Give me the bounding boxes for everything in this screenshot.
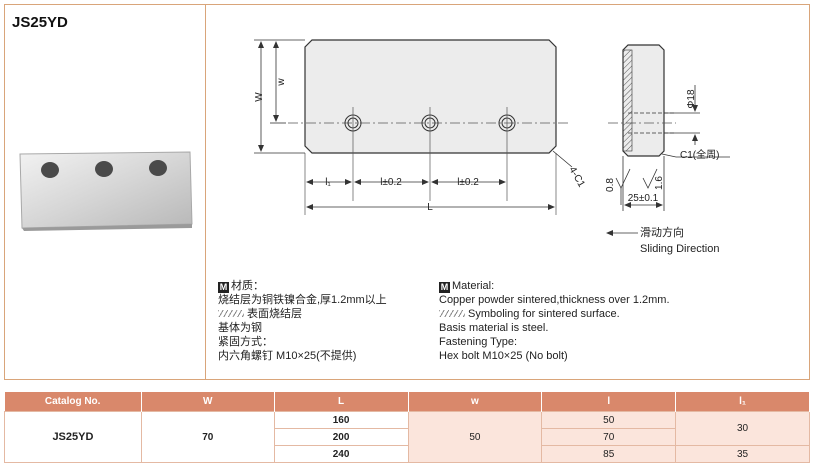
cell-L: 200 [273,428,409,446]
table-row: 200 70 [5,428,810,446]
frame-divider [205,4,206,380]
header-catalog: Catalog No. [4,392,142,412]
cell-L: 160 [273,411,409,429]
m-icon: M [439,282,450,293]
cell-catalog: JS25YD [4,411,142,463]
cell-l: 70 [541,428,677,446]
materials-en-line5: Hex bolt M10×25 (No bolt) [439,350,568,362]
cell-w: 50 [407,411,543,463]
label-25: 25±0.1 [628,193,659,204]
cell-W: 70 [140,411,275,463]
header-L: L [274,392,409,412]
header-w: w [408,392,543,412]
materials-zh-line1: 烧结层为铜铁镍合金,厚1.2mm以上 [218,294,387,306]
materials-zh-line4: 紧固方式： [218,336,273,348]
label-4c1: 4-C1 [566,165,587,190]
label-l1: l₁ [325,177,331,188]
cell-l: 85 [541,445,677,463]
hatch-symbol-icon [218,310,244,317]
label-L: L [427,202,433,213]
cell-L: 240 [273,445,409,463]
product-photo [19,151,193,231]
header-l1: l₁ [675,392,810,412]
cell-l1: 30 [675,411,810,446]
label-l-a: l±0.2 [380,177,402,188]
label-16: 1.6 [654,176,665,190]
materials-zh-line3: 基体为钢 [218,322,262,334]
cell-l1: 35 [675,445,810,463]
materials-zh-line2: 表面烧结层 [247,308,302,320]
materials-en-line1: Copper powder sintered,thickness over 1.… [439,294,670,306]
front-view-plate [304,39,557,154]
table-row: 240 85 35 [5,445,810,463]
m-icon: M [218,282,229,293]
spec-frame [4,4,810,380]
label-W: W [254,92,265,102]
cell-l: 50 [541,411,677,429]
materials-zh-heading: 材质： [231,280,264,292]
label-08: 0.8 [605,178,616,192]
materials-en-line3: Basis material is steel. [439,322,549,334]
label-w: w [276,78,287,87]
materials-en-heading: Material: [452,280,495,292]
sliding-direction-en: Sliding Direction [640,243,719,255]
label-c1-all: C1(全周) [680,148,719,161]
hatch-symbol-icon [439,310,465,317]
label-phi18: Φ18 [686,89,697,109]
sliding-direction-zh: 滑动方向 [640,225,684,239]
header-l: l [541,392,677,412]
materials-en-line4: Fastening Type: [439,336,518,348]
spec-table: Catalog No. W L w l l₁ JS25YD 70 160 50 … [4,392,810,463]
materials-zh-line5: 内六角螺钉 M10×25(不提供) [218,350,357,362]
technical-drawing: W w l₁ l±0.2 l±0.2 L 4-C1 Φ18 C1(全周) [254,39,730,255]
table-row: JS25YD 70 160 50 50 30 [4,411,810,463]
product-title: JS25YD [12,14,68,31]
header-W: W [141,392,275,412]
materials-en-line2: Symboling for sintered surface. [468,308,620,320]
label-l-b: l±0.2 [457,177,479,188]
table-header-row: Catalog No. W L w l l₁ [4,392,810,412]
